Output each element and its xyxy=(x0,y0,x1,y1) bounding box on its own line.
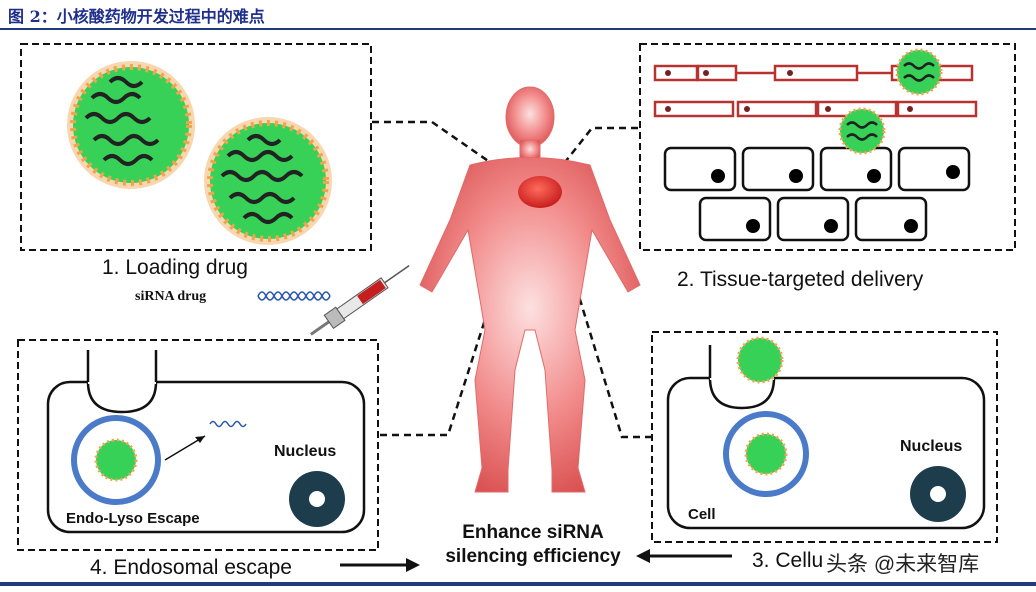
endo-lyso-escape-label: Endo-Lyso Escape xyxy=(66,510,200,527)
arrows xyxy=(340,549,732,572)
nanoparticle-small xyxy=(895,48,943,96)
panel-loading-drug xyxy=(20,43,372,251)
nanoparticle-large-2 xyxy=(204,117,332,245)
tissue-cells xyxy=(663,146,971,242)
cell-label: Cell xyxy=(688,506,716,523)
footer-rule xyxy=(0,582,1036,586)
human-body xyxy=(419,86,641,493)
center-line-2: silencing efficiency xyxy=(445,546,621,567)
sirna-coil-icon xyxy=(257,291,331,301)
heart-icon xyxy=(518,176,562,208)
figure-title: 图 2：小核酸药物开发过程中的难点 xyxy=(8,7,265,26)
vessel-cells xyxy=(653,64,978,118)
panel-endosomal-escape xyxy=(17,339,379,551)
center-line-1: Enhance siRNA xyxy=(462,522,604,543)
sirna-drug-label: siRNA drug xyxy=(135,289,207,304)
syringe-icon xyxy=(309,264,410,336)
diagram xyxy=(17,43,1016,572)
caption-endosomal: 4. Endosomal escape xyxy=(90,556,292,579)
cell-nucleus-label: Nucleus xyxy=(900,438,963,455)
nanoparticle-small-2 xyxy=(838,107,886,155)
caption-cellular: 3. Cellu xyxy=(752,549,824,572)
caption-tissue: 2. Tissue-targeted delivery xyxy=(677,268,924,291)
panel-tissue-delivery xyxy=(639,43,1016,251)
nanoparticle-large xyxy=(67,61,195,189)
watermark: 头条 @未来智库 xyxy=(826,553,980,576)
panel-cellular-uptake xyxy=(651,331,998,543)
caption-loading: 1. Loading drug xyxy=(102,256,248,279)
header-rule xyxy=(0,28,1036,30)
endo-nucleus-label: Nucleus xyxy=(274,443,337,460)
